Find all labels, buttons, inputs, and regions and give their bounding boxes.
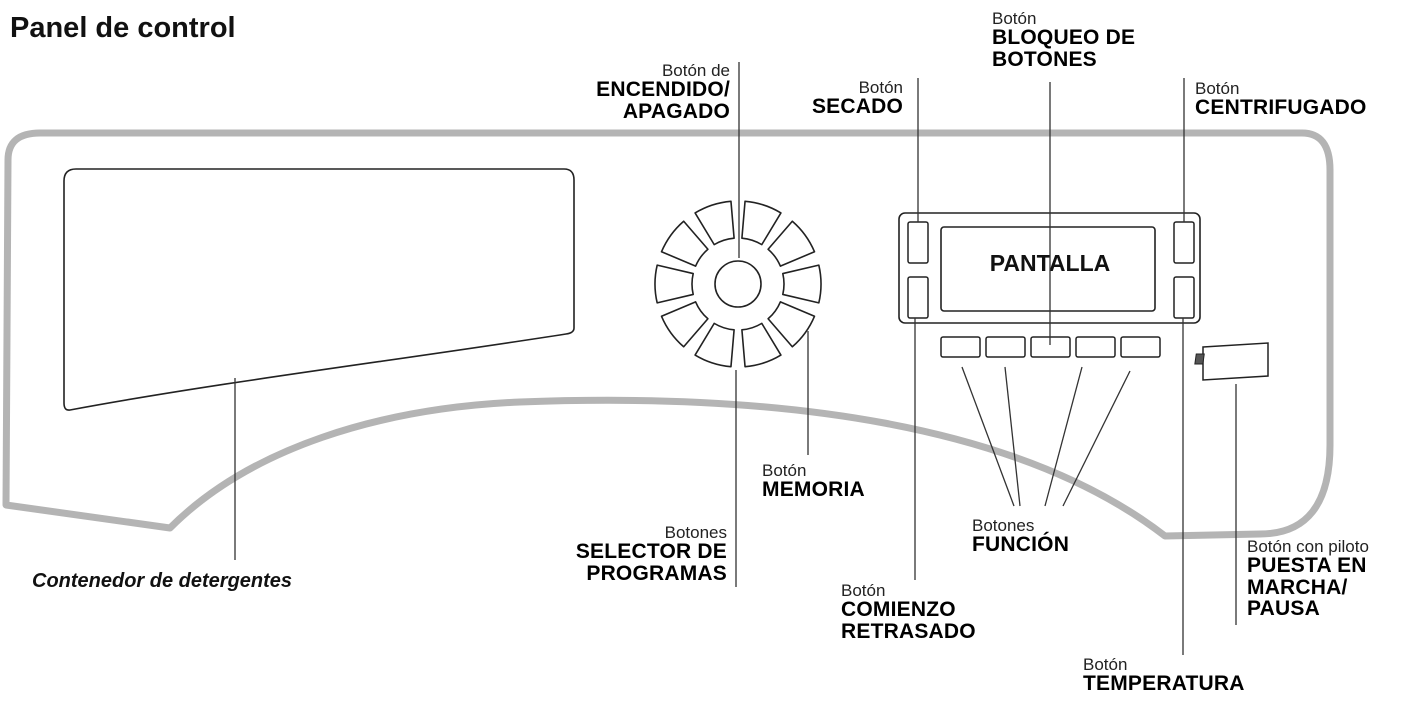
- label-bloqueo: Botón BLOQUEO DE BOTONES: [992, 10, 1135, 70]
- function-button-4[interactable]: [1075, 336, 1116, 358]
- label-comienzo-line-1: COMIENZO: [841, 598, 956, 622]
- label-encendido-line-1: ENCENDIDO/: [596, 78, 730, 102]
- label-temperatura-line-1: TEMPERATURA: [1083, 672, 1245, 696]
- program-selector-button-7[interactable]: [660, 301, 709, 348]
- label-selector-small: Botones: [664, 523, 727, 542]
- program-selector-button-6[interactable]: [694, 322, 735, 368]
- leader-funcion-1: [961, 366, 1015, 507]
- label-funcion-line-1: FUNCIÓN: [972, 533, 1070, 557]
- leader-funcion-3: [1044, 366, 1083, 507]
- label-selector-line-1: SELECTOR DE: [575, 540, 727, 564]
- label-memoria-small: Botón: [762, 461, 807, 480]
- label-secado-small: Botón: [858, 78, 903, 97]
- leader-lines: [234, 62, 1237, 655]
- program-selector-button-3[interactable]: [781, 264, 822, 304]
- label-comienzo-line-2: RETRASADO: [841, 619, 976, 643]
- program-selector-button-10[interactable]: [694, 200, 735, 246]
- label-selector: Botones SELECTOR DE PROGRAMAS: [576, 524, 727, 584]
- label-puesta-small: Botón con piloto: [1247, 537, 1369, 556]
- detergent-container-label: Contenedor de detergentes: [32, 570, 293, 592]
- label-puesta-line-1: PUESTA EN: [1247, 554, 1367, 578]
- function-button-5[interactable]: [1120, 336, 1161, 358]
- label-encendido-line-2: APAGADO: [622, 99, 730, 123]
- program-selector: [654, 200, 822, 368]
- start-pause-button[interactable]: [1202, 342, 1269, 381]
- label-bloqueo-line-1: BLOQUEO DE: [992, 26, 1136, 50]
- detergent-drawer: [63, 168, 575, 411]
- display-screen: [940, 226, 1156, 312]
- program-selector-button-4[interactable]: [767, 301, 816, 348]
- label-puesta-line-2: MARCHA/: [1247, 575, 1348, 599]
- label-memoria: Botón MEMORIA: [762, 462, 865, 501]
- label-funcion-small: Botones: [972, 516, 1035, 535]
- delayed-start-button[interactable]: [907, 276, 929, 319]
- program-selector-button-2[interactable]: [767, 220, 816, 267]
- label-comienzo-small: Botón: [841, 581, 886, 600]
- leader-funcion-2: [1004, 366, 1021, 507]
- label-centrifugado-small: Botón: [1195, 79, 1240, 98]
- panel-outline: [2, 129, 1334, 540]
- label-puesta-line-3: PAUSA: [1247, 597, 1320, 621]
- program-selector-button-9[interactable]: [660, 220, 709, 267]
- page-title: Panel de control: [10, 12, 236, 44]
- spin-button[interactable]: [1173, 221, 1195, 264]
- label-encendido: Botón de ENCENDIDO/ APAGADO: [596, 62, 730, 122]
- function-button-1[interactable]: [940, 336, 981, 358]
- label-temperatura-small: Botón: [1083, 655, 1128, 674]
- program-selector-button-8[interactable]: [654, 264, 695, 304]
- program-selector-button-1[interactable]: [741, 200, 782, 246]
- label-comienzo: Botón COMIENZO RETRASADO: [841, 582, 976, 642]
- label-memoria-line-1: MEMORIA: [762, 478, 865, 502]
- dry-button[interactable]: [907, 221, 929, 264]
- leader-funcion-4: [1062, 370, 1131, 507]
- label-secado: Botón SECADO: [812, 79, 903, 118]
- pilot-light-icon: [1194, 353, 1205, 365]
- label-puesta: Botón con piloto PUESTA EN MARCHA/ PAUSA: [1247, 538, 1369, 620]
- label-selector-line-2: PROGRAMAS: [586, 561, 727, 585]
- program-selector-button-5[interactable]: [741, 322, 782, 368]
- label-encendido-small: Botón de: [661, 61, 730, 80]
- label-funcion: Botones FUNCIÓN: [972, 517, 1069, 556]
- label-secado-line-1: SECADO: [811, 95, 903, 119]
- label-centrifugado: Botón CENTRIFUGADO: [1195, 80, 1367, 119]
- label-bloqueo-line-2: BOTONES: [992, 47, 1097, 71]
- function-button-2[interactable]: [985, 336, 1026, 358]
- power-button[interactable]: [714, 260, 762, 308]
- temperature-button[interactable]: [1173, 276, 1195, 319]
- label-centrifugado-line-1: CENTRIFUGADO: [1195, 96, 1367, 120]
- label-bloqueo-small: Botón: [992, 9, 1037, 28]
- label-temperatura: Botón TEMPERATURA: [1083, 656, 1245, 695]
